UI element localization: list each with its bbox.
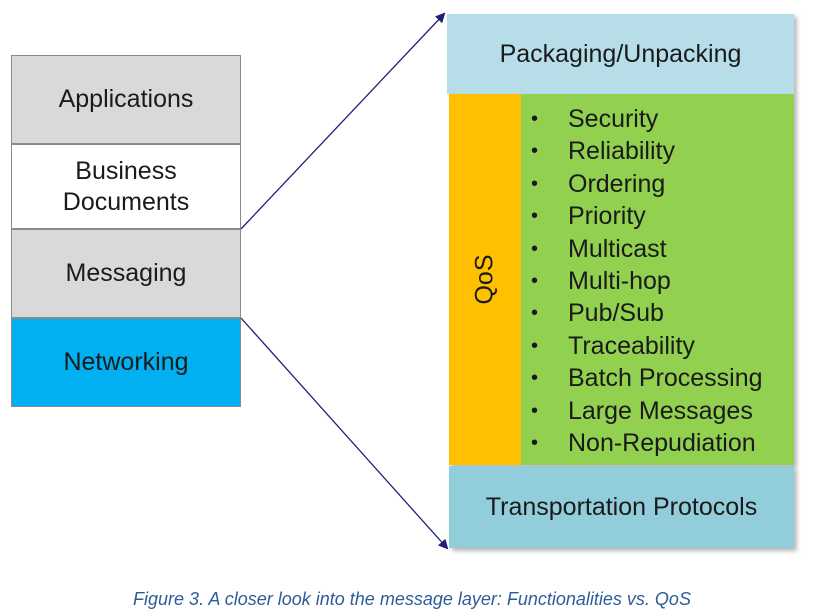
messaging-label: Messaging <box>65 259 187 287</box>
connector-arrow-top <box>240 12 446 230</box>
messaging-layer: Messaging <box>11 229 241 318</box>
networking-label: Networking <box>63 348 189 376</box>
feature-item: •Non-Repudiation <box>521 427 794 459</box>
feature-item: •Large Messages <box>521 395 794 427</box>
bullet-icon: • <box>531 172 539 195</box>
transportation-protocols-label: Transportation Protocols <box>485 492 758 521</box>
feature-item: •Security <box>521 103 794 135</box>
bullet-icon: • <box>531 432 539 455</box>
bullet-icon: • <box>531 367 539 390</box>
qos-bar: QoS <box>449 94 521 465</box>
feature-item: •Traceability <box>521 330 794 362</box>
feature-list: •Security •Reliability •Ordering •Priori… <box>521 94 794 459</box>
business-documents-label-line2: Documents <box>62 187 190 216</box>
applications-label: Applications <box>58 85 194 113</box>
feature-item: •Multicast <box>521 233 794 265</box>
feature-item: •Multi-hop <box>521 265 794 297</box>
feature-item: •Batch Processing <box>521 362 794 394</box>
feature-item: •Reliability <box>521 135 794 167</box>
packaging-unpacking-box: Packaging/Unpacking <box>447 14 794 94</box>
applications-layer: Applications <box>11 55 241 144</box>
transportation-protocols-box: Transportation Protocols <box>449 466 794 548</box>
bullet-icon: • <box>531 108 539 130</box>
packaging-unpacking-label: Packaging/Unpacking <box>499 39 742 68</box>
feature-item: •Pub/Sub <box>521 297 794 329</box>
feature-item: •Priority <box>521 200 794 232</box>
bullet-icon: • <box>531 334 539 357</box>
bullet-icon: • <box>531 302 539 325</box>
features-panel: •Security •Reliability •Ordering •Priori… <box>521 94 794 465</box>
networking-layer: Networking <box>11 318 241 407</box>
bullet-icon: • <box>531 270 539 293</box>
bullet-icon: • <box>531 237 539 260</box>
bullet-icon: • <box>531 399 539 422</box>
qos-label: QoS <box>470 254 499 305</box>
bullet-icon: • <box>531 140 539 163</box>
figure-caption: Figure 3. A closer look into the message… <box>133 589 691 609</box>
feature-item: •Ordering <box>521 168 794 200</box>
bullet-icon: • <box>531 205 539 228</box>
connector-arrow-bottom <box>240 317 449 550</box>
business-documents-layer: Business Documents <box>11 144 241 229</box>
business-documents-label-line1: Business <box>75 156 177 185</box>
